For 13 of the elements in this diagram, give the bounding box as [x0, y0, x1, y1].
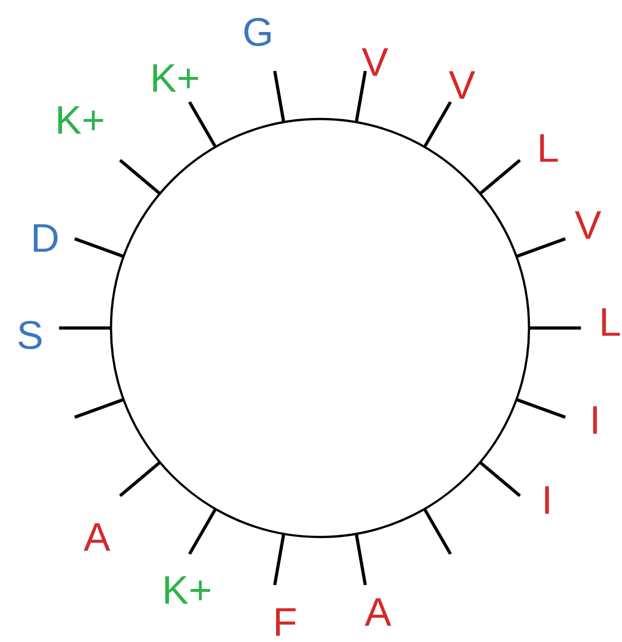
wheel-circle [110, 118, 530, 538]
residue-label: K+ [165, 576, 210, 604]
residue-label: G [244, 18, 271, 46]
residue-label: V [574, 211, 602, 239]
residue-label: A [364, 598, 392, 626]
residue-label: S [18, 320, 42, 350]
residue-label: I [593, 406, 597, 434]
residue-label: A [84, 523, 110, 551]
residue-label: K+ [58, 106, 104, 134]
residue-label: F [276, 608, 296, 636]
residue-label: L [602, 308, 620, 336]
residue-label: D [34, 224, 58, 252]
residue-label: V [362, 48, 388, 76]
